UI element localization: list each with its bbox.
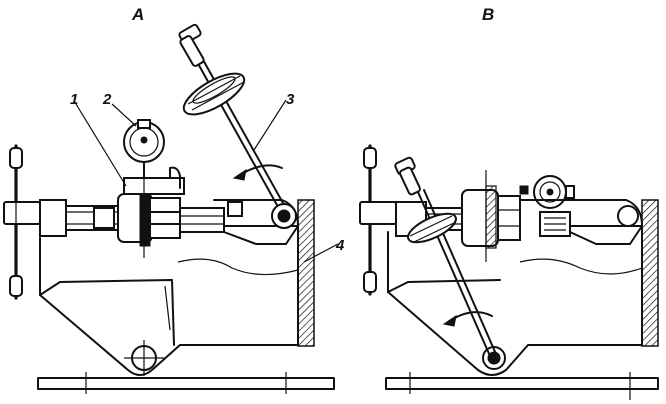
vise-body-b bbox=[387, 225, 643, 376]
gear-assembly-b bbox=[461, 170, 529, 262]
panel-a-label: A bbox=[131, 5, 144, 24]
panel-b: B bbox=[359, 5, 659, 400]
dial-indicator-b bbox=[533, 175, 575, 237]
dial-indicator-a bbox=[123, 119, 165, 179]
leaders-a bbox=[75, 99, 339, 263]
panel-a: A bbox=[3, 5, 345, 394]
callout-2: 2 bbox=[102, 91, 112, 108]
base-plate-a bbox=[37, 372, 335, 394]
vise-body-a bbox=[39, 225, 299, 376]
sliding-jaw-b bbox=[519, 199, 643, 245]
handwheel-b bbox=[359, 144, 397, 296]
side-wall-a bbox=[297, 199, 315, 347]
callout-4: 4 bbox=[335, 237, 345, 254]
panel-b-label: B bbox=[482, 5, 494, 24]
lead-screw-a bbox=[39, 199, 123, 237]
base-plate-b bbox=[385, 372, 659, 400]
lever-a bbox=[178, 23, 297, 229]
side-wall-b bbox=[641, 199, 659, 347]
callout-3: 3 bbox=[286, 91, 295, 108]
callout-1: 1 bbox=[70, 91, 78, 108]
lever-b bbox=[394, 156, 497, 357]
gear-assembly-a bbox=[117, 160, 225, 258]
handwheel-a bbox=[3, 144, 41, 300]
